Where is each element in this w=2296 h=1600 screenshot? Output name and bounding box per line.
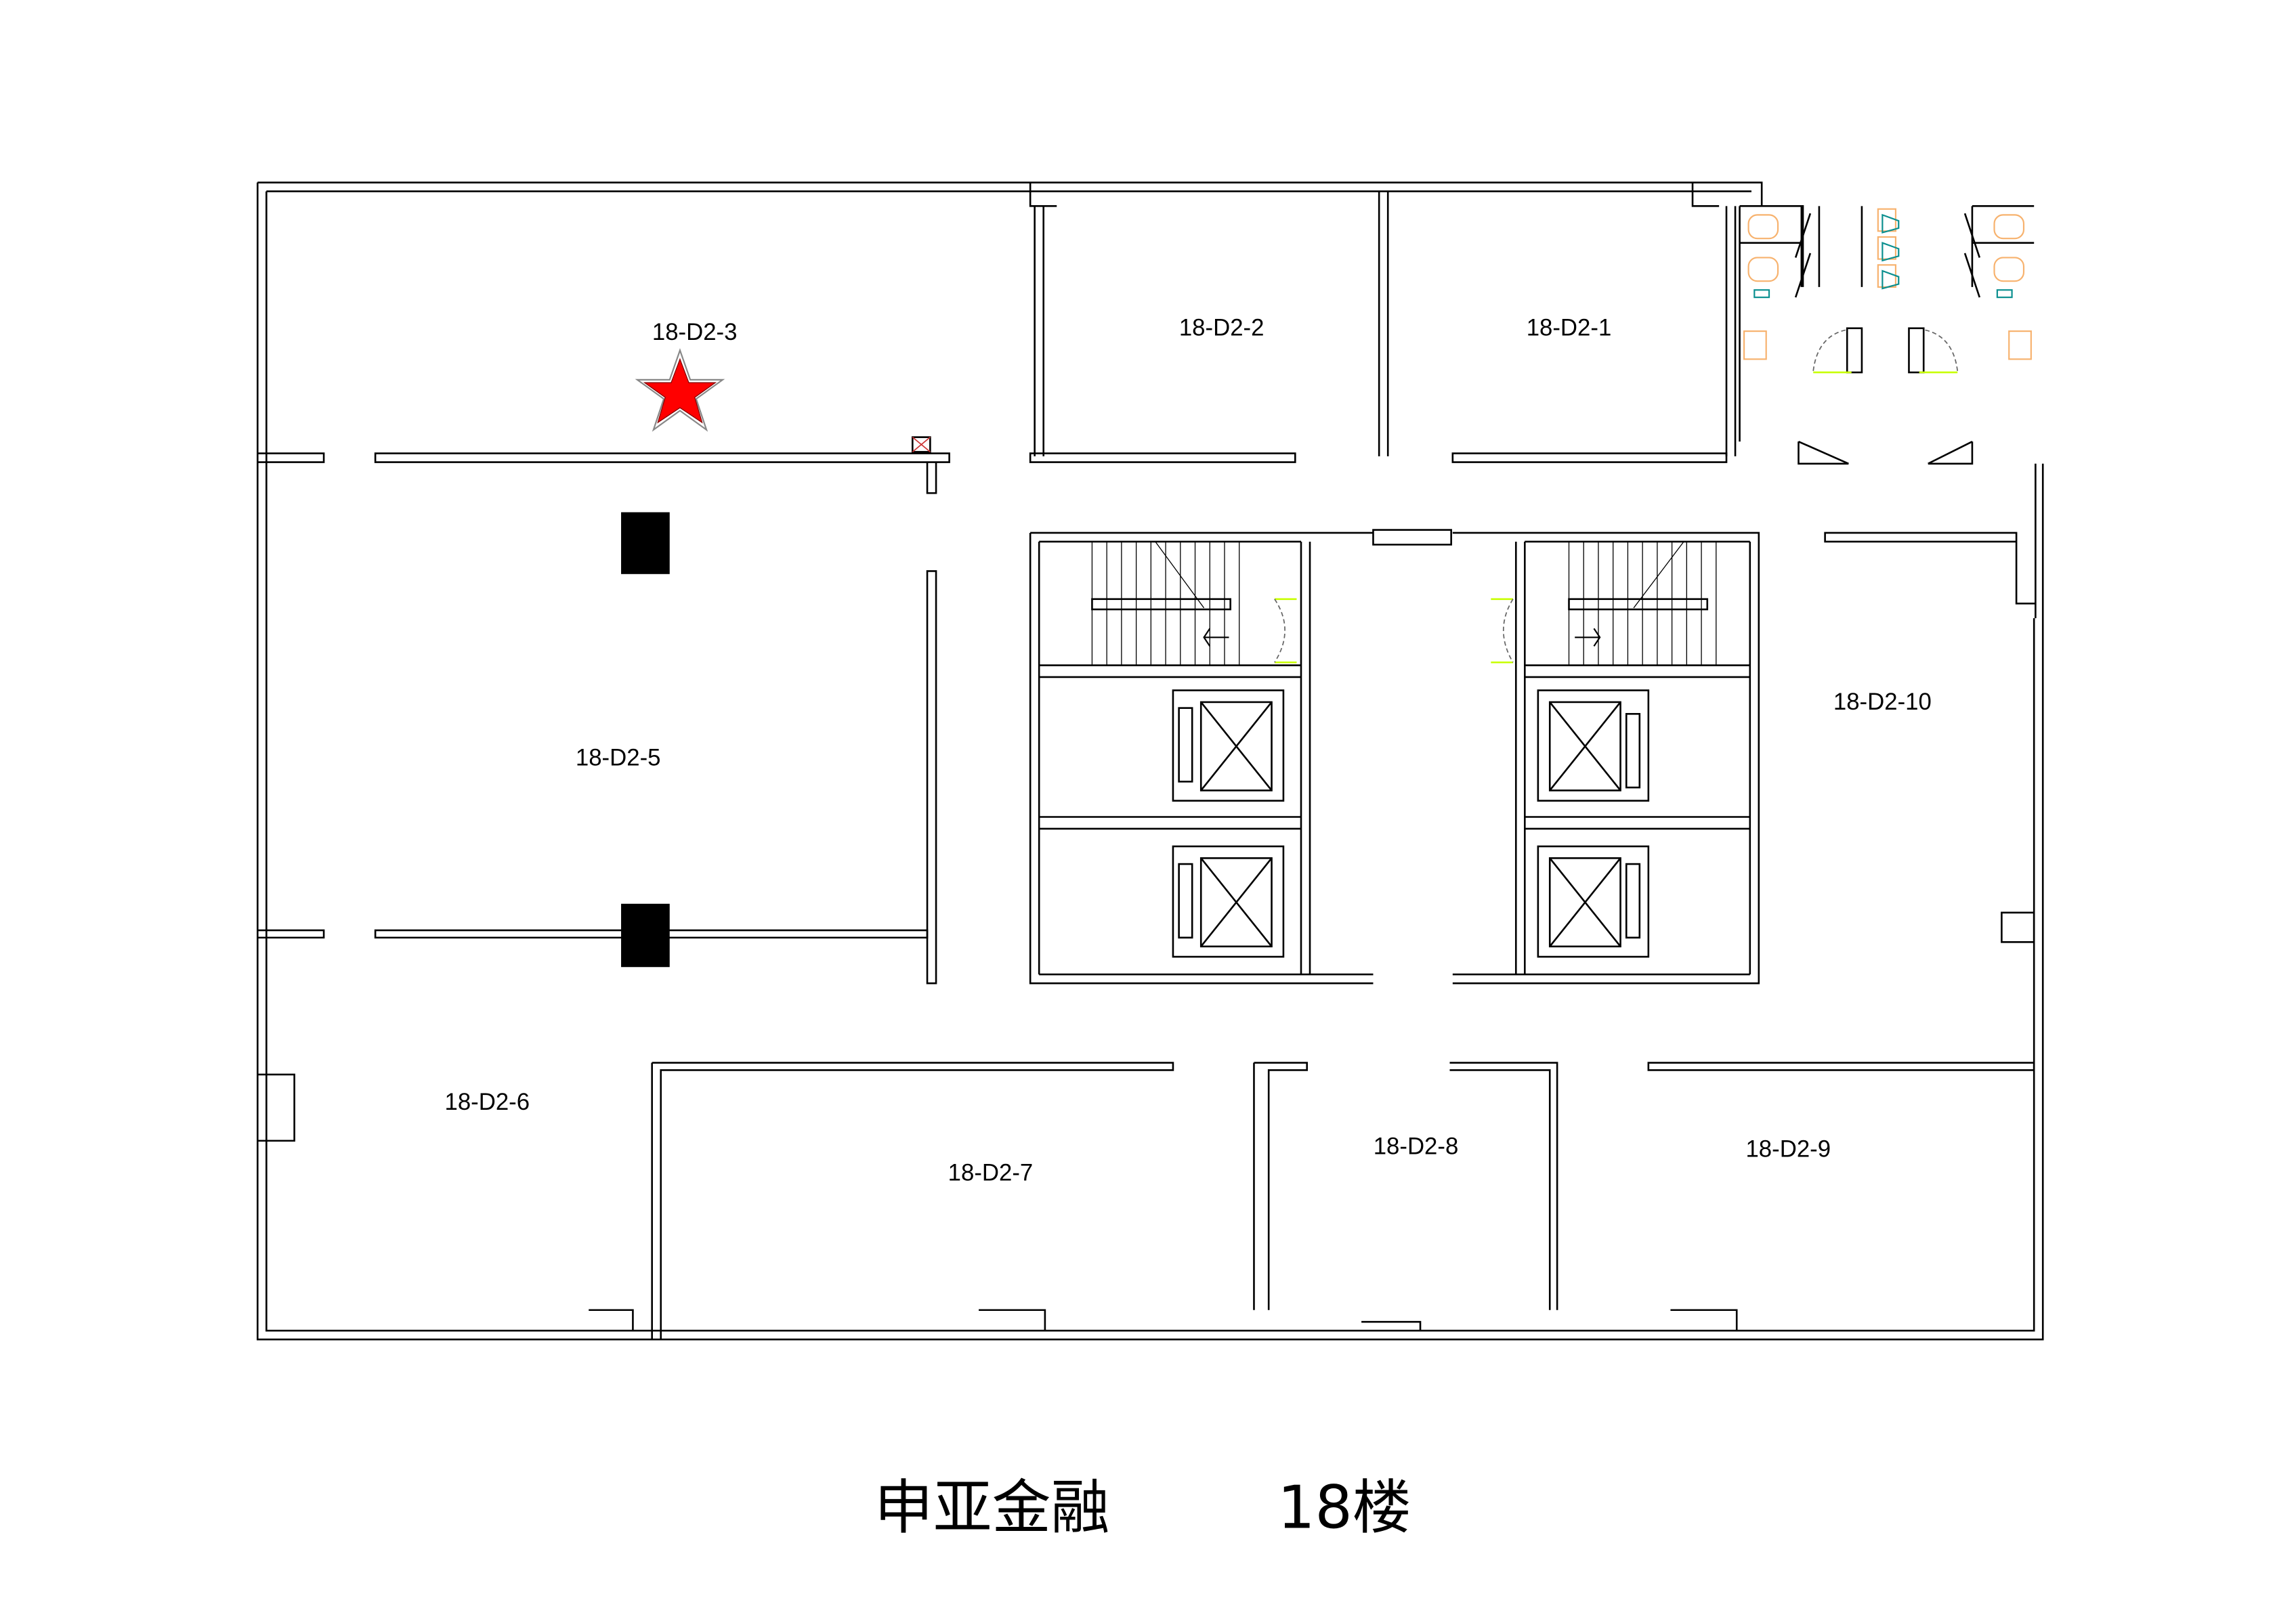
room-label: 18-D2-2 [1179, 316, 1264, 341]
floor-number: 18楼 [1277, 1473, 1411, 1542]
room-label: 18-D2-5 [576, 745, 661, 771]
building-name: 申亚金融 [874, 1473, 1110, 1542]
small-box-icon [912, 436, 931, 453]
room-label: 18-D2-1 [1527, 316, 1612, 341]
room-label: 18-D2-8 [1374, 1133, 1459, 1159]
star-icon [635, 348, 725, 432]
room-label: 18-D2-6 [444, 1089, 530, 1115]
room-label: 18-D2-3 [652, 320, 738, 345]
room-label: 18-D2-9 [1745, 1137, 1831, 1163]
column [621, 903, 670, 968]
column [621, 512, 670, 574]
room-label: 18-D2-7 [948, 1160, 1034, 1186]
restrooms [1739, 205, 2035, 465]
core-stairs-elevators [1029, 529, 1760, 985]
interior-walls [257, 191, 2036, 1340]
outer-walls [256, 181, 2044, 1341]
room-label: 18-D2-10 [1833, 689, 1932, 715]
